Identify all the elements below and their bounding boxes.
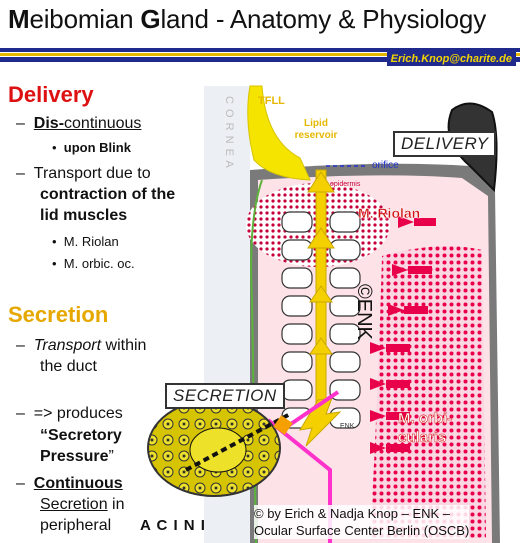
delivery-bullet-riolan: • M. Riolan [52, 234, 119, 249]
m-orbicularis-region [370, 246, 486, 540]
acinus-secretion-drop [273, 415, 293, 435]
tfll-label: TFLL [258, 95, 285, 107]
delivery-point-contraction: contraction of the [40, 186, 176, 203]
author-email: Erich.Knop@charite.de [386, 52, 516, 66]
delivery-point-transport: – Transport due to [16, 165, 151, 182]
delivery-bullet-blink: • upon Blink [52, 140, 131, 155]
m-orbicularis-label: M. orbi- [398, 410, 452, 427]
muscle-arrows [370, 216, 436, 454]
secretion-box-label: SECRETION [165, 383, 285, 409]
delivery-point-discontinuous: – Dis-continuous [16, 115, 142, 132]
secretion-point-continuous: – Continuous [16, 475, 123, 492]
m-orbicularis-label-2: cularis [398, 429, 446, 446]
secretion-heading: Secretion [8, 302, 109, 327]
delivery-point-lid-muscles: lid muscles [40, 207, 128, 224]
delivery-bullet-orbic: • M. orbic. oc. [52, 256, 135, 271]
title-rule-gold [0, 53, 520, 56]
acini-label: A C I N I [140, 517, 206, 534]
title-rule-navy-lower [0, 57, 520, 62]
secretion-point-pressure: Pressure” [40, 448, 114, 465]
secretion-point-transport: – Transport within [16, 337, 147, 354]
conjunctiva-line [250, 179, 263, 543]
delivery-box-label: DELIVERY [393, 131, 497, 157]
epidermis-label: epidermis [330, 181, 361, 188]
secretion-arrow [299, 397, 342, 447]
duct-flow-arrows [307, 171, 335, 355]
secretion-point-secretory: “Secretory [40, 427, 122, 444]
enk-small-label: ENK [340, 423, 355, 430]
copyright-line-2: Ocular Surface Center Berlin (OSCB) [254, 523, 470, 538]
page-title: Meibomian Gland - Anatomy & Physiology [8, 4, 486, 34]
orifice-label: orifice [372, 160, 399, 171]
meibomian-diagram: C O R N E A [147, 85, 500, 543]
title-rule-navy [0, 48, 520, 52]
secretion-point-secretion-in: Secretion in [40, 496, 125, 513]
copyright-line-1: © by Erich & Nadja Knop – ENK – [254, 506, 451, 521]
copyright-notice: © by Erich & Nadja Knop – ENK – Ocular S… [254, 505, 470, 539]
enk-watermark: ©ENK [353, 284, 375, 341]
secretion-point-duct: the duct [40, 358, 97, 375]
acini-column [281, 211, 361, 429]
m-riolan-label: M. Riolan [358, 205, 420, 221]
secretion-point-peripheral: peripheral [40, 517, 112, 534]
secretion-point-produces: – => produces [16, 405, 123, 422]
cornea-label: C O R N E A [223, 96, 235, 169]
delivery-heading: Delivery [8, 82, 94, 107]
tear-film-lipid [247, 85, 311, 181]
